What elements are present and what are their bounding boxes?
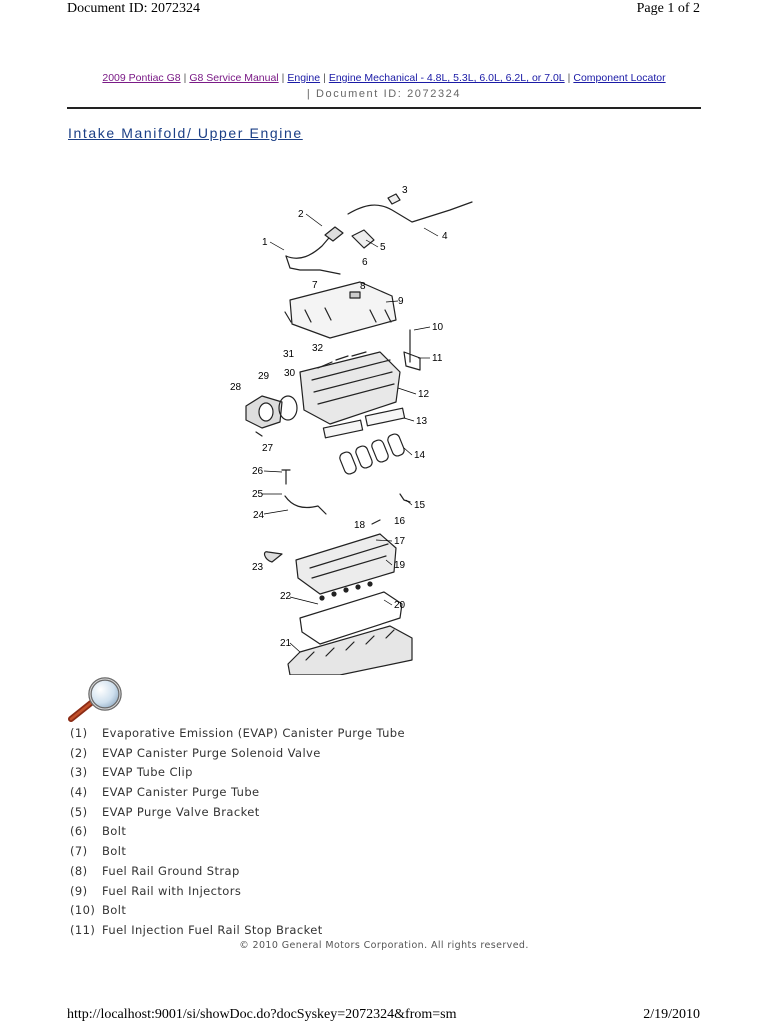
breadcrumb-document-id: | Document ID: 2072324 (306, 88, 462, 100)
legend-text: EVAP Purge Valve Bracket (102, 804, 260, 819)
parts-legend: (1) Evaporative Emission (EVAP) Canister … (70, 724, 405, 941)
list-item: (10) Bolt (70, 901, 405, 921)
callout-label: 21 (280, 638, 292, 649)
callout-label: 1 (262, 237, 268, 248)
magnifier-icon[interactable] (67, 676, 127, 724)
legend-number: (9) (70, 883, 88, 898)
list-item: (9) Fuel Rail with Injectors (70, 882, 405, 902)
legend-text: Fuel Injection Fuel Rail Stop Bracket (102, 922, 323, 937)
list-item: (6) Bolt (70, 822, 405, 842)
legend-text: EVAP Tube Clip (102, 765, 193, 780)
list-item: (4) EVAP Canister Purge Tube (70, 783, 405, 803)
legend-number: (3) (70, 765, 88, 780)
legend-text: Fuel Rail Ground Strap (102, 863, 240, 878)
list-item: (1) Evaporative Emission (EVAP) Canister … (70, 724, 405, 744)
callout-label: 26 (252, 466, 264, 477)
header-page-number: Page 1 of 2 (636, 1, 700, 16)
callout-label: 2 (298, 209, 304, 220)
legend-text: Bolt (102, 824, 127, 839)
legend-text: EVAP Canister Purge Solenoid Valve (102, 745, 321, 760)
legend-text: EVAP Canister Purge Tube (102, 785, 260, 800)
callout-label: 11 (432, 353, 443, 364)
legend-number: (5) (70, 804, 88, 819)
callout-label: 27 (262, 443, 274, 454)
list-item: (11) Fuel Injection Fuel Rail Stop Bracke… (70, 921, 405, 941)
callout-label: 7 (312, 280, 318, 291)
breadcrumb-separator: | (323, 72, 326, 84)
breadcrumb-link-manual[interactable]: G8 Service Manual (189, 72, 279, 84)
callout-label: 31 (283, 349, 295, 360)
callout-label: 13 (416, 416, 428, 427)
callout-label: 25 (252, 489, 264, 500)
breadcrumb-link-engine[interactable]: Engine (287, 72, 321, 84)
legend-text: Bolt (102, 844, 127, 859)
callout-label: 32 (312, 343, 324, 354)
list-item: (2) EVAP Canister Purge Solenoid Valve (70, 744, 405, 764)
legend-number: (4) (70, 785, 88, 800)
copyright-notice: © 2010 General Motors Corporation. All r… (239, 940, 529, 951)
callout-label: 10 (432, 322, 444, 333)
callout-label: 23 (252, 562, 264, 573)
legend-number: (1) (70, 726, 88, 740)
exploded-engine-diagram: 1 2 3 4 5 6 7 8 9 10 11 12 13 14 15 16 1… (67, 173, 567, 675)
legend-number: (6) (70, 824, 88, 839)
list-item: (8) Fuel Rail Ground Strap (70, 862, 405, 882)
callout-label: 3 (402, 185, 408, 196)
breadcrumb-separator: | (183, 72, 187, 84)
callout-label: 4 (442, 231, 448, 242)
legend-number: (10) (70, 903, 96, 918)
breadcrumb-separator: | (281, 72, 285, 84)
legend-text: Bolt (102, 903, 127, 918)
legend-text: Fuel Rail with Injectors (102, 883, 242, 898)
footer-date: 2/19/2010 (643, 1007, 700, 1022)
legend-number: (7) (70, 844, 88, 859)
callout-label: 9 (398, 296, 404, 307)
breadcrumb-link-vehicle[interactable]: 2009 Pontiac G8 (102, 72, 181, 84)
header-divider (67, 107, 701, 109)
list-item: (7) Bolt (70, 842, 405, 862)
legend-number: (8) (70, 863, 88, 878)
callout-label: 14 (414, 450, 426, 461)
legend-number: (11) (70, 922, 96, 937)
footer-url: http://localhost:9001/si/showDoc.do?docS… (67, 1007, 457, 1022)
callout-label: 5 (380, 242, 386, 253)
callout-label: 22 (280, 591, 292, 602)
list-item: (5) EVAP Purge Valve Bracket (70, 803, 405, 823)
callout-label: 28 (230, 382, 242, 393)
callout-label: 19 (394, 560, 406, 571)
list-item: (3) EVAP Tube Clip (70, 763, 405, 783)
callout-label: 15 (414, 500, 426, 511)
legend-number: (2) (70, 745, 88, 760)
header-document-id: Document ID: 2072324 (67, 1, 200, 16)
callout-label: 18 (354, 520, 366, 531)
breadcrumb-link-component-locator[interactable]: Component Locator (573, 72, 666, 84)
callout-label: 17 (394, 536, 406, 547)
diagram-artwork: 1 2 3 4 5 6 7 8 9 10 11 12 13 14 15 16 1… (230, 185, 473, 675)
page-title: Intake Manifold/ Upper Engine (68, 125, 303, 141)
callout-label: 6 (362, 257, 368, 268)
breadcrumb-separator: | (567, 72, 571, 84)
callout-label: 20 (394, 600, 406, 611)
breadcrumb-link-engine-mechanical[interactable]: Engine Mechanical - 4.8L, 5.3L, 6.0L, 6.… (328, 72, 565, 84)
callout-label: 16 (394, 516, 406, 527)
legend-text: Evaporative Emission (EVAP) Canister Pur… (102, 726, 405, 740)
callout-label: 12 (418, 389, 430, 400)
callout-label: 29 (258, 371, 270, 382)
callout-label: 8 (360, 281, 366, 292)
breadcrumb: 2009 Pontiac G8|G8 Service Manual|Engine… (67, 70, 701, 102)
callout-label: 30 (284, 368, 296, 379)
callout-label: 24 (253, 510, 265, 521)
